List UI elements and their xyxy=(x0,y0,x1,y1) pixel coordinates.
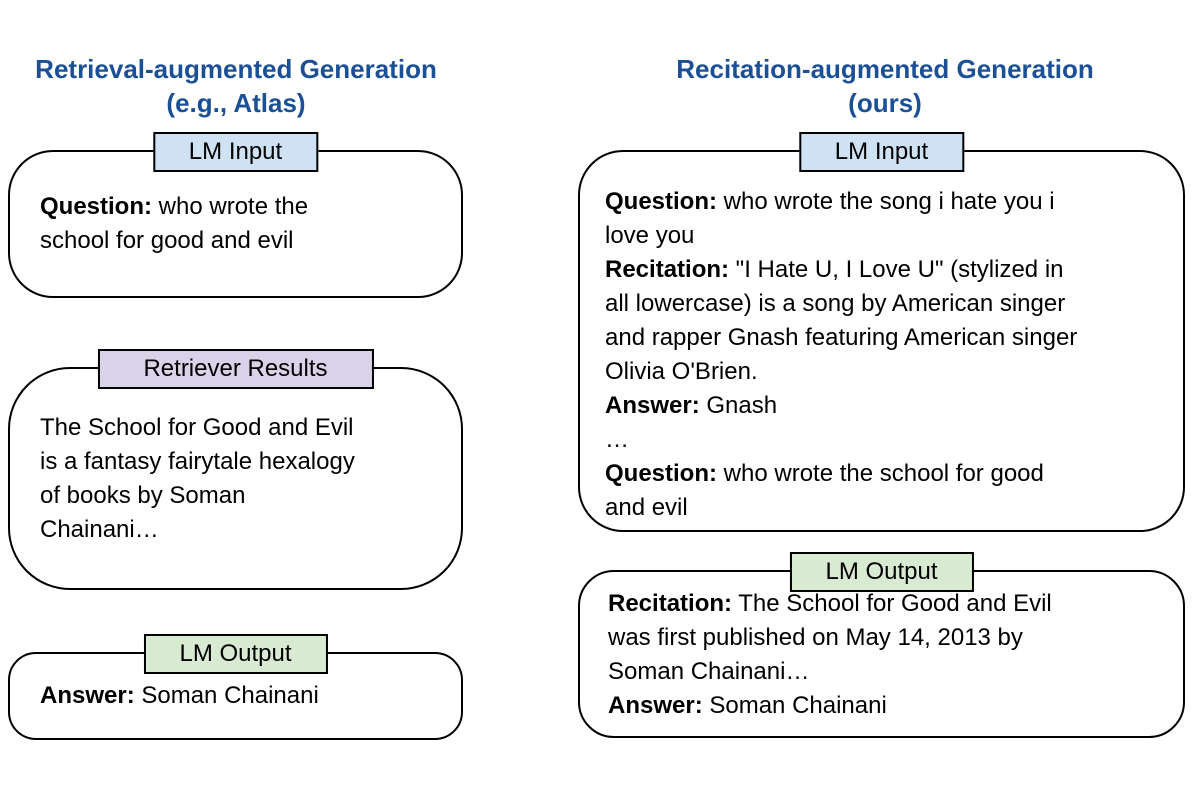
retriever-results-tag: Retriever Results xyxy=(97,349,374,389)
lm-output-tag: LM Output xyxy=(143,634,328,674)
retrieval-lm-output-text: Answer: Soman Chainani xyxy=(40,682,319,709)
recitation-lm-input-box: LM Input Question: who wrote the song i … xyxy=(578,132,1185,532)
retriever-results-box: Retriever Results The School for Good an… xyxy=(8,349,463,590)
left-panel-title: Retrieval-augmented Generation (e.g., At… xyxy=(0,52,472,120)
lm-output-tag: LM Output xyxy=(789,552,974,592)
right-panel-title-line1: Recitation-augmented Generation xyxy=(676,54,1094,84)
recitation-lm-input-text: Question: who wrote the song i hate you … xyxy=(605,188,1078,521)
left-panel-title-line1: Retrieval-augmented Generation xyxy=(35,54,437,84)
left-panel-title-line2: (e.g., Atlas) xyxy=(166,88,306,118)
right-panel-title: Recitation-augmented Generation (ours) xyxy=(585,52,1185,120)
lm-input-tag: LM Input xyxy=(798,132,965,172)
recitation-lm-output-box: LM Output Recitation: The School for Goo… xyxy=(578,552,1185,738)
lm-input-tag: LM Input xyxy=(152,132,319,172)
right-panel-title-line2: (ours) xyxy=(848,88,922,118)
recitation-lm-output-text: Recitation: The School for Good and Evil… xyxy=(608,590,1052,719)
retrieval-lm-output-box: LM Output Answer: Soman Chainani xyxy=(8,634,463,740)
